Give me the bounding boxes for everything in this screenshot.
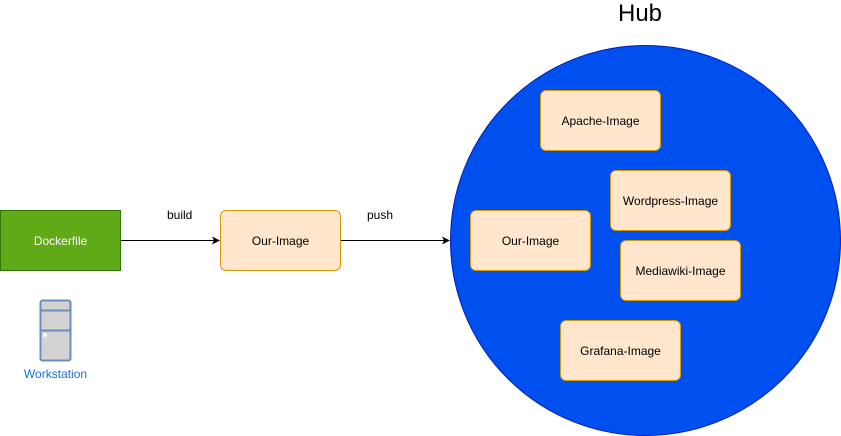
hub-wordpress-image[interactable]: Wordpress-Image <box>610 170 731 231</box>
hub-mediawiki-image[interactable]: Mediawiki-Image <box>620 240 741 301</box>
push-label: push <box>367 208 394 222</box>
our-image-node[interactable]: Our-Image <box>220 210 341 271</box>
workstation-label: Workstation <box>23 367 88 381</box>
build-label: build <box>167 208 193 222</box>
hub-grafana-image[interactable]: Grafana-Image <box>560 320 681 381</box>
dockerfile-node[interactable]: Dockerfile <box>0 210 121 271</box>
hub-title: Hub <box>617 0 663 27</box>
hub-apache-image[interactable]: Apache-Image <box>540 90 661 151</box>
hub-our-image[interactable]: Our-Image <box>470 210 591 271</box>
workstation-icon <box>39 299 72 362</box>
